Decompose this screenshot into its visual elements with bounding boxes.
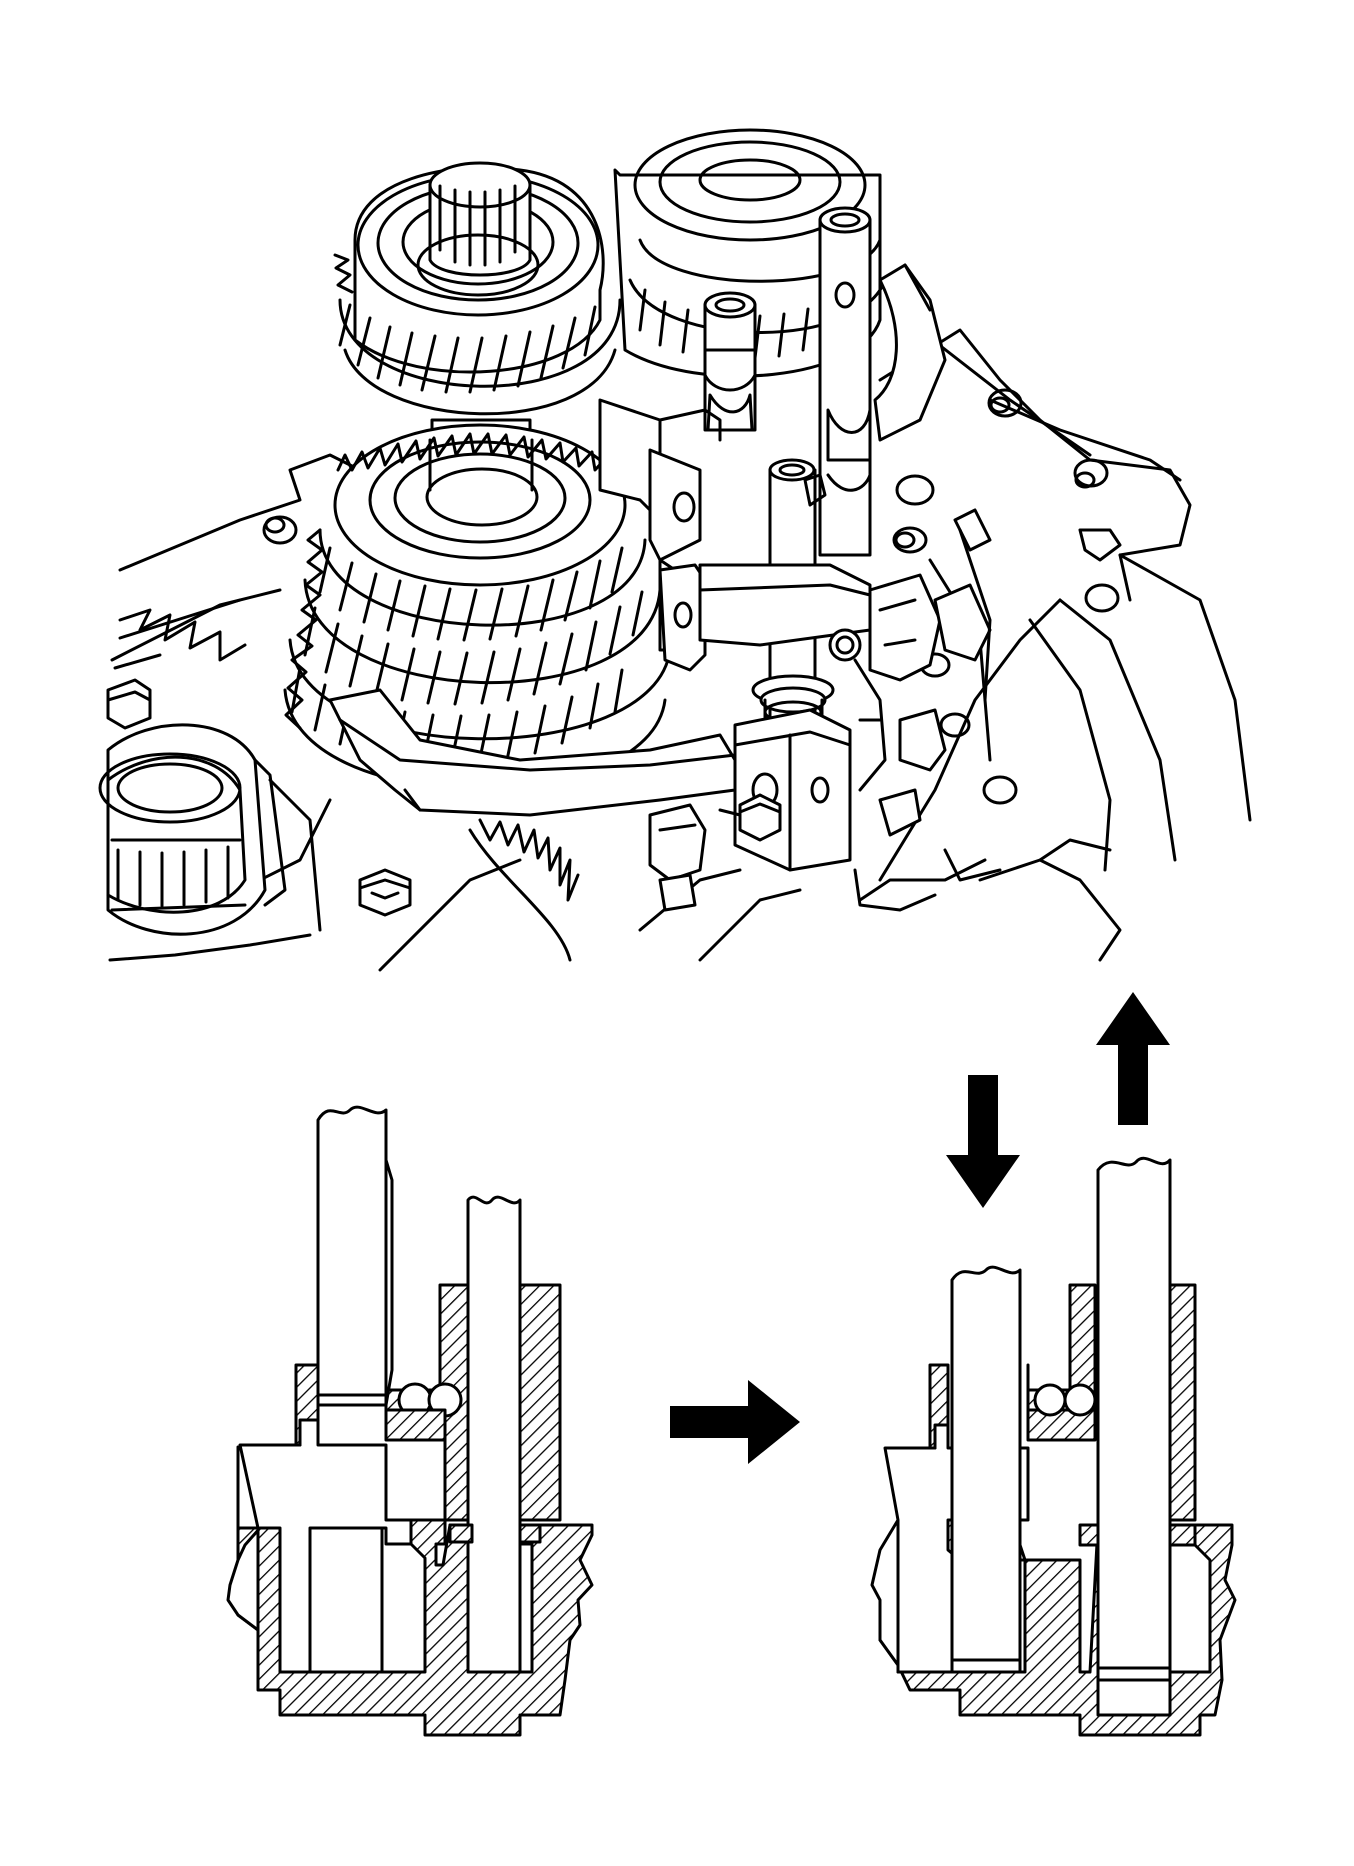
after-section-view [870, 992, 1237, 1737]
housing-bolt-upper-left [106, 678, 152, 730]
housing-bolt-lower [358, 868, 412, 917]
after-left-shaft [950, 1265, 1022, 1674]
transition-arrow-right [670, 1380, 800, 1464]
before-right-shaft [466, 1195, 522, 1674]
shift-rail-assembly [328, 206, 1002, 912]
gearbox-assembly-view [98, 128, 1252, 972]
before-left-shaft [316, 1105, 388, 1407]
after-cover-section [928, 1363, 950, 1450]
countershaft-upper-gear [613, 128, 947, 442]
before-case-outline [226, 1418, 413, 1674]
left-bearing [98, 723, 322, 936]
transmission-housing [108, 328, 1252, 972]
after-right-shaft [1096, 1156, 1172, 1682]
main-shaft-gear-cluster [283, 161, 672, 962]
before-section-view [226, 1105, 594, 1737]
left-partial-gear [113, 598, 247, 670]
pull-up-arrow [1096, 992, 1170, 1125]
push-down-arrow [946, 1075, 1020, 1208]
